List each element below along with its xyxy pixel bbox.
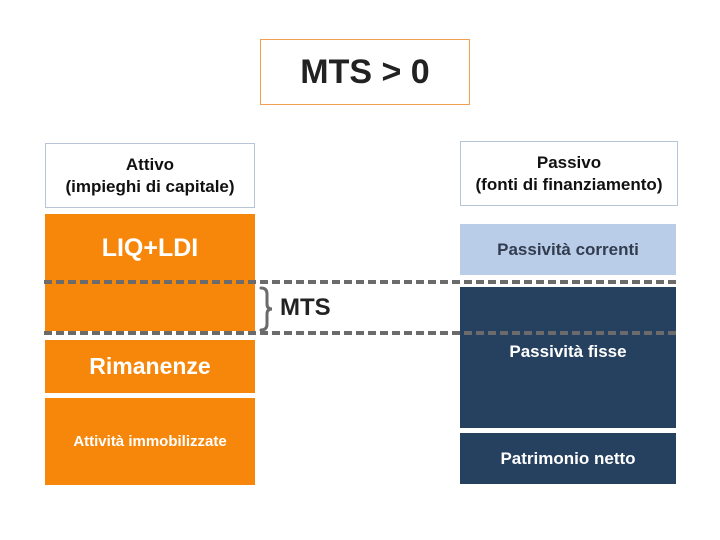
liq-ldi-label: LIQ+LDI	[101, 234, 199, 262]
passivita-fisse-label: Passività fisse	[509, 342, 627, 361]
passivita-correnti-label: Passività correnti	[497, 239, 639, 259]
passivo-header-title: Passivo	[536, 152, 602, 172]
passivo-header: Passivo (fonti di finanziamento)	[460, 141, 678, 206]
passivita-correnti-block: Passività correnti	[460, 224, 676, 275]
title-text: MTS > 0	[300, 52, 430, 91]
passivita-fisse-block: Passività fisse	[460, 287, 676, 428]
passivo-header-subtitle: (fonti di finanziamento)	[475, 174, 663, 194]
title-box: MTS > 0	[260, 39, 470, 105]
attivo-header-title: Attivo	[125, 154, 175, 174]
liq-ldi-block: LIQ+LDI	[45, 214, 255, 331]
rimanenze-label: Rimanenze	[89, 353, 211, 379]
attivita-immobilizzate-label: Attività immobilizzate	[73, 433, 227, 450]
patrimonio-netto-label: Patrimonio netto	[500, 448, 636, 468]
attivita-immobilizzate-block: Attività immobilizzate	[45, 398, 255, 485]
patrimonio-netto-block: Patrimonio netto	[460, 433, 676, 484]
attivo-header-subtitle: (impieghi di capitale)	[65, 176, 235, 196]
attivo-header: Attivo (impieghi di capitale)	[45, 143, 255, 208]
mts-label: MTS	[280, 294, 331, 321]
rimanenze-block: Rimanenze	[45, 340, 255, 393]
mts-brace-icon	[259, 286, 273, 332]
